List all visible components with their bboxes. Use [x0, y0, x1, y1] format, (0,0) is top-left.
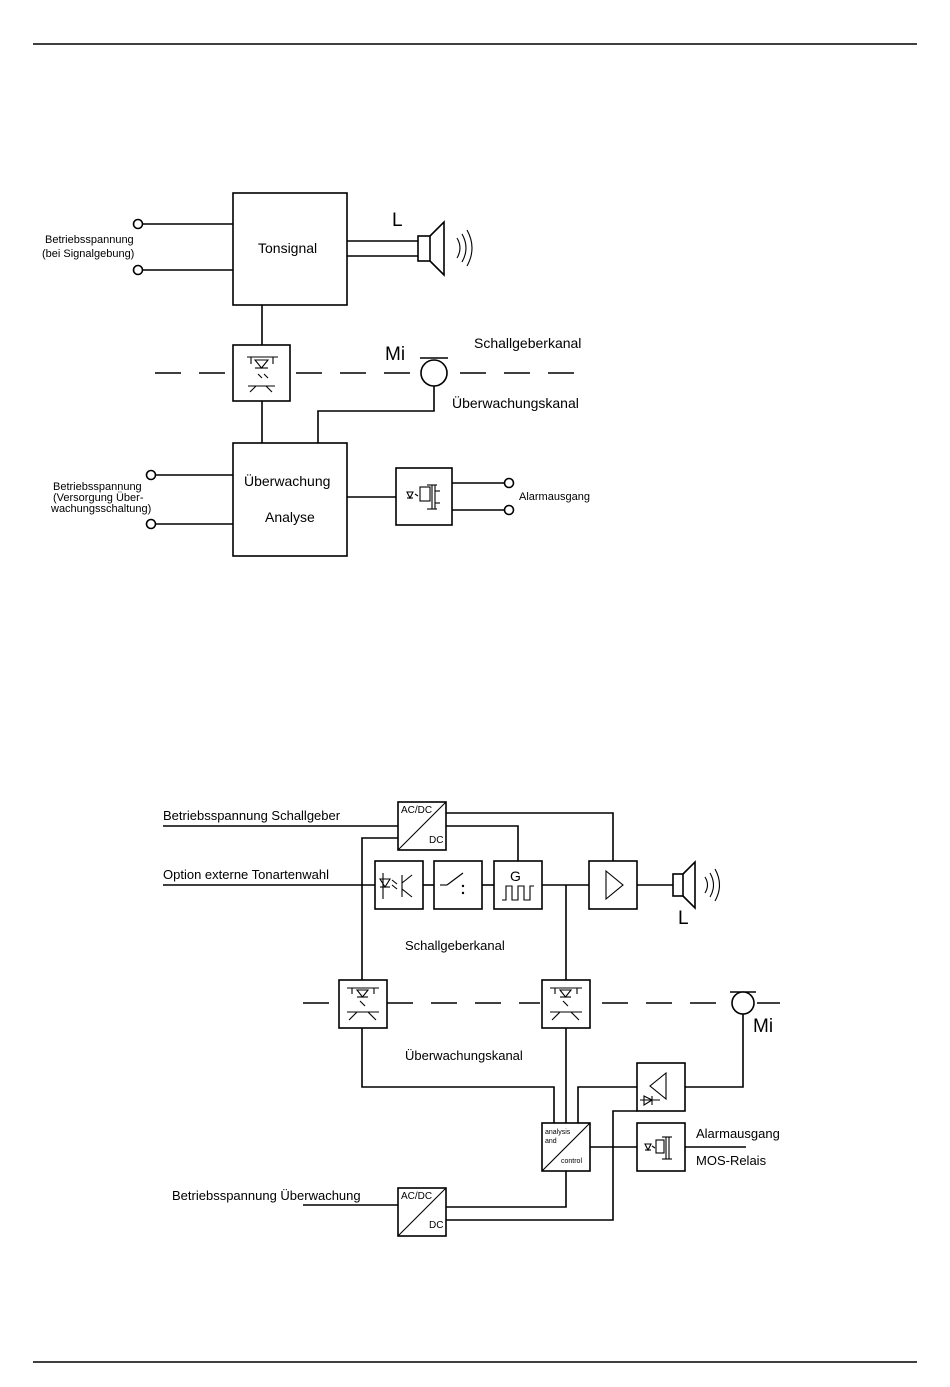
dc-label: DC	[429, 835, 443, 846]
optocoupler-icon	[550, 987, 582, 1021]
analysis-label: Analyse	[265, 509, 315, 525]
mos-relay-label: MOS-Relais	[696, 1153, 767, 1168]
tonsignal-label: Tonsignal	[258, 240, 317, 256]
microphone-icon	[730, 991, 756, 1015]
supply-sounder-label: Betriebsspannung Schallgeber	[163, 808, 341, 823]
monitoring-label: Überwachung	[244, 472, 330, 489]
diagram-1: Betriebsspannung (bei Signalgebung) Tons…	[42, 192, 590, 557]
supply-monitor-label: Betriebsspannung Überwachung	[172, 1188, 361, 1203]
amplifier-icon	[605, 869, 624, 901]
supply2-label-sub: (Versorgung Über-	[53, 492, 144, 504]
mic-label: Mi	[753, 1016, 773, 1037]
terminal	[132, 264, 144, 276]
relay-block	[395, 467, 453, 526]
terminal	[145, 518, 157, 530]
supply2-label: Betriebsspannung	[53, 481, 142, 493]
tone-generator-block	[493, 860, 543, 910]
analysis-label: analysis	[545, 1129, 571, 1136]
channel-bottom-label: Überwachungskanal	[452, 394, 579, 411]
acdc-label: AC/DC	[401, 1191, 432, 1202]
terminal	[503, 504, 515, 516]
receiver-amplifier-icon	[640, 1071, 667, 1106]
and-label: and	[545, 1138, 557, 1145]
relay-icon	[644, 1136, 672, 1160]
acdc-label: AC/DC	[401, 805, 432, 816]
diagram-2: Betriebsspannung Schallgeber AC/DC DC Op…	[163, 801, 780, 1237]
amplifier-block	[588, 860, 638, 910]
channel-top-label: Schallgeberkanal	[405, 938, 505, 953]
dc-label: DC	[429, 1220, 443, 1231]
channel-bottom-label: Überwachungskanal	[405, 1048, 523, 1063]
optocoupler-icon	[379, 873, 413, 899]
input-optocoupler-block	[374, 860, 424, 910]
optocoupler-icon	[247, 356, 278, 393]
option-tone-label: Option externe Tonartenwahl	[163, 867, 329, 882]
control-label: control	[561, 1158, 582, 1165]
supply-label: Betriebsspannung	[45, 234, 134, 246]
terminal	[503, 477, 515, 489]
speaker-label: L	[678, 908, 689, 929]
optocoupler-icon	[347, 987, 379, 1021]
monitoring-block	[232, 442, 348, 557]
alarm-output-label: Alarmausgang	[696, 1126, 780, 1141]
optocoupler-block	[232, 344, 291, 402]
supply-label-sub: (bei Signalgebung)	[42, 248, 134, 260]
channel-top-label: Schallgeberkanal	[474, 335, 581, 351]
terminal	[145, 469, 157, 481]
receiver-amplifier-block	[636, 1062, 686, 1112]
relay-icon	[406, 484, 440, 510]
speaker-icon	[672, 860, 721, 910]
mic-label: Mi	[385, 344, 405, 365]
tonsignal-block	[232, 192, 348, 306]
microphone-icon	[420, 357, 448, 387]
switch-icon	[440, 872, 465, 895]
pulse-icon	[502, 885, 534, 901]
terminal	[132, 218, 144, 230]
alarm-output-label: Alarmausgang	[519, 491, 590, 503]
generator-label: G	[510, 868, 521, 884]
speaker-label: L	[392, 210, 403, 231]
mos-relay-block	[636, 1122, 686, 1172]
supply2-label-sub2: wachungsschaltung)	[50, 503, 151, 515]
speaker-icon	[417, 220, 473, 277]
